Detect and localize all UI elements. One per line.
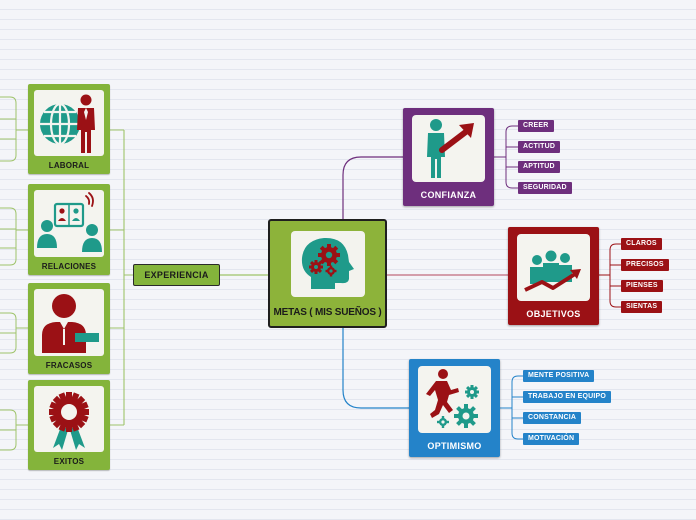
tag-sientas[interactable]: SIENTAS bbox=[621, 301, 663, 313]
connector-experiencia-subs bbox=[110, 129, 133, 426]
sub-exitos[interactable]: EXITOS bbox=[28, 380, 110, 470]
fracasos-label: FRACASOS bbox=[45, 361, 93, 370]
sub-laboral[interactable]: LABORAL bbox=[28, 84, 110, 174]
tag-seguridad[interactable]: SEGURIDAD bbox=[518, 182, 572, 194]
tag-trabajo-en-equipo[interactable]: TRABAJO EN EQUIPO bbox=[523, 391, 612, 403]
tag-precisos[interactable]: PRECISOS bbox=[621, 259, 669, 271]
tag-mente-positiva[interactable]: MENTE POSITIVA bbox=[523, 370, 595, 382]
runner-gears-icon bbox=[418, 366, 491, 433]
connector-laboral-items bbox=[0, 96, 28, 162]
tag-motivacion[interactable]: MOTIVACIÓN bbox=[523, 433, 580, 445]
objetivos-label: OBJETIVOS bbox=[526, 309, 581, 319]
connector-objetivos-items bbox=[599, 243, 621, 308]
branch-optimismo[interactable]: OPTIMISMO bbox=[409, 359, 500, 457]
central-label: METAS ( MIS SUEÑOS ) bbox=[273, 307, 382, 318]
tag-aptitud[interactable]: APTITUD bbox=[518, 161, 560, 173]
connector-optimismo-items bbox=[500, 375, 523, 440]
connector-exitos-items bbox=[0, 409, 28, 451]
connector-confianza-items bbox=[494, 125, 518, 189]
central-topic[interactable]: METAS ( MIS SUEÑOS ) bbox=[268, 219, 387, 328]
video-call-icon bbox=[34, 190, 104, 257]
connector-optimismo bbox=[342, 328, 409, 409]
tag-pienses[interactable]: PIENSES bbox=[621, 280, 663, 292]
globe-businessman-icon bbox=[34, 90, 104, 156]
sub-fracasos[interactable]: FRACASOS bbox=[28, 283, 110, 374]
person-arrow-icon bbox=[412, 115, 485, 182]
connector-relaciones-items bbox=[0, 207, 28, 266]
sub-relaciones[interactable]: RELACIONES bbox=[28, 184, 110, 275]
optimismo-label: OPTIMISMO bbox=[427, 441, 482, 451]
confianza-label: CONFIANZA bbox=[420, 190, 477, 200]
tag-claros[interactable]: CLAROS bbox=[621, 238, 662, 250]
award-ribbon-icon bbox=[34, 386, 104, 452]
branch-confianza[interactable]: CONFIANZA bbox=[403, 108, 494, 206]
branch-objetivos[interactable]: OBJETIVOS bbox=[508, 227, 599, 325]
person-sad-icon bbox=[34, 289, 104, 356]
tag-actitud[interactable]: ACTITUD bbox=[518, 141, 561, 153]
team-growth-icon bbox=[517, 234, 590, 301]
tag-creer[interactable]: CREER bbox=[518, 120, 554, 132]
branch-experiencia[interactable]: EXPERIENCIA bbox=[133, 264, 220, 286]
laboral-label: LABORAL bbox=[48, 161, 90, 170]
connector-fracasos-items bbox=[0, 312, 28, 354]
tag-constancia[interactable]: CONSTANCIA bbox=[523, 412, 582, 424]
relaciones-label: RELACIONES bbox=[41, 262, 97, 271]
head-gears-icon bbox=[291, 231, 365, 297]
connector-confianza bbox=[342, 156, 403, 219]
exitos-label: EXITOS bbox=[53, 457, 85, 466]
